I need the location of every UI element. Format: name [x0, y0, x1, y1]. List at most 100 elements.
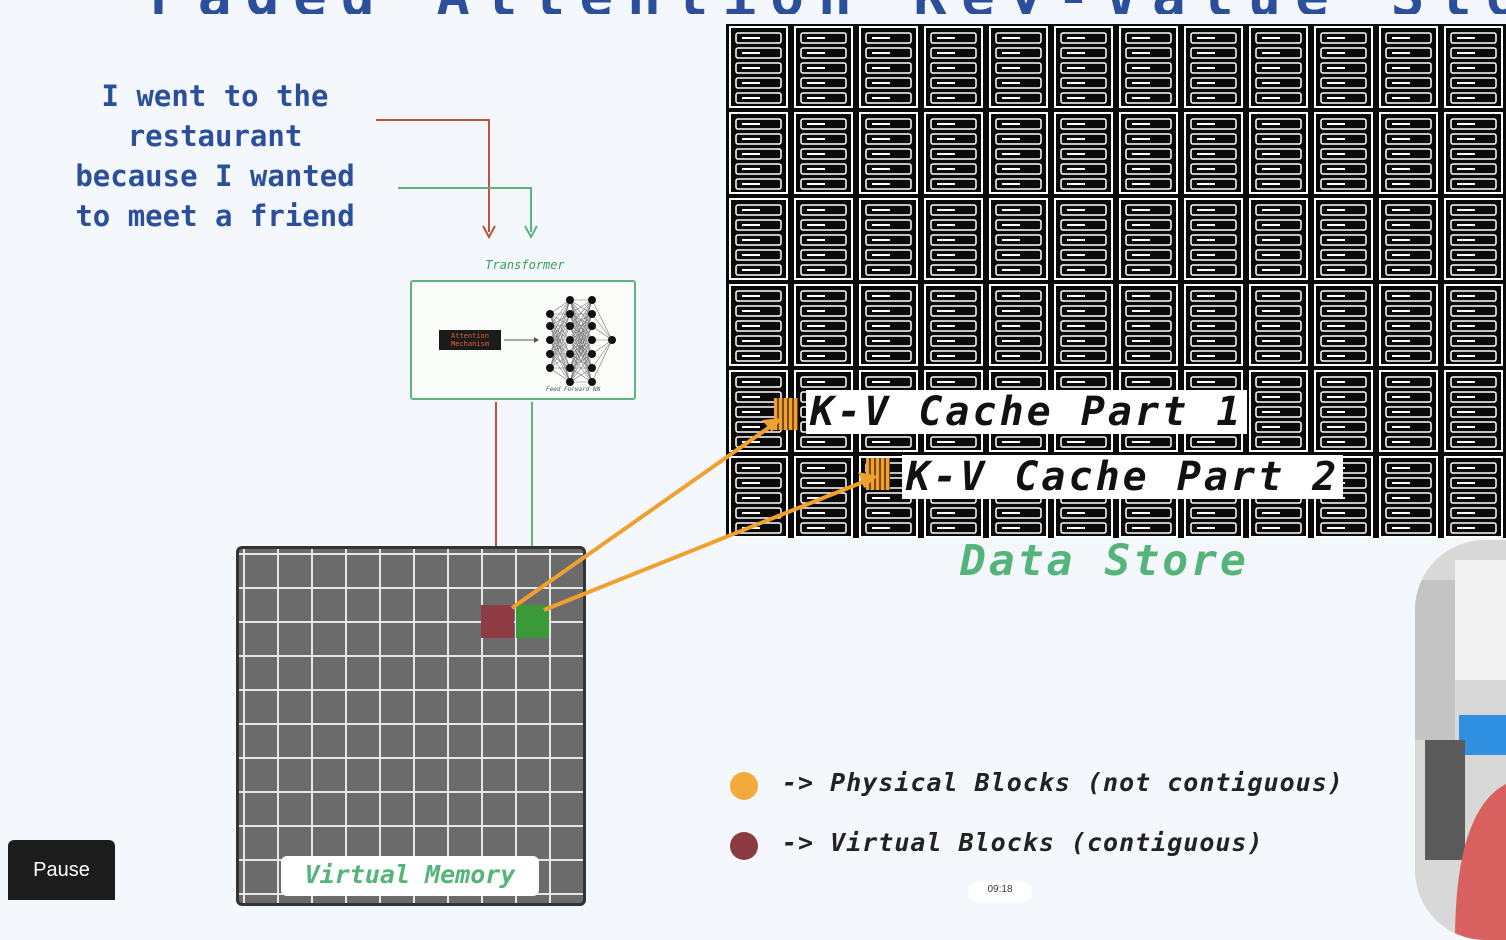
attention-mechanism-box: Attention Mechanism	[439, 330, 501, 350]
server-rack-icon	[729, 112, 788, 194]
server-rack-icon	[1379, 112, 1438, 194]
kv-cache-part-2: K-V Cache Part 2	[902, 455, 1344, 499]
server-rack-icon	[1314, 198, 1373, 280]
ffn-node	[566, 350, 574, 358]
ffn-node	[588, 310, 596, 318]
transformer-label: Transformer	[485, 258, 565, 272]
server-rack-icon	[1444, 456, 1503, 538]
server-rack-icon	[924, 26, 983, 108]
ffn-node	[588, 336, 596, 344]
slide-title: Paged Attention Key-Value Store	[150, 0, 1506, 14]
server-rack-icon	[1054, 112, 1113, 194]
server-rack-icon	[924, 112, 983, 194]
kv-block-icon-2	[866, 458, 890, 490]
video-time-indicator: 09:18	[968, 882, 1032, 902]
ffn-node	[608, 336, 616, 344]
legend-maroon-dot	[730, 832, 758, 860]
server-rack-icon	[989, 26, 1048, 108]
ffn-node	[546, 310, 554, 318]
server-rack-icon	[1249, 112, 1308, 194]
server-rack-icon	[989, 284, 1048, 366]
server-rack-icon	[1184, 112, 1243, 194]
ffn-node	[546, 322, 554, 330]
server-rack-icon	[794, 112, 853, 194]
input-sentence: I went to the restaurant because I wante…	[40, 76, 390, 236]
server-rack-icon	[1379, 198, 1438, 280]
ffn-node	[566, 310, 574, 318]
server-rack-icon	[924, 284, 983, 366]
green-arrow-in	[398, 187, 532, 232]
ffn-node	[566, 296, 574, 304]
ffn-node	[588, 322, 596, 330]
server-rack-icon	[794, 284, 853, 366]
ffn-node	[588, 364, 596, 372]
virtual-block-red	[481, 605, 514, 638]
server-rack-icon	[924, 198, 983, 280]
legend-physical-blocks: -> Physical Blocks (not contiguous)	[782, 768, 1344, 797]
presenter-webcam	[1415, 540, 1506, 940]
ffn-node	[566, 336, 574, 344]
data-store-grid	[726, 24, 1506, 538]
server-rack-icon	[794, 26, 853, 108]
presenter-video-frame	[1415, 540, 1506, 940]
server-rack-icon	[1314, 370, 1373, 452]
ffn-node	[566, 378, 574, 386]
server-rack-icon	[1249, 26, 1308, 108]
virtual-memory-label: Virtual Memory	[281, 856, 539, 896]
ffn-node	[588, 350, 596, 358]
server-rack-icon	[794, 456, 853, 538]
server-rack-icon	[1314, 26, 1373, 108]
kv-block-icon-1	[774, 398, 798, 430]
server-rack-icon	[1119, 198, 1178, 280]
server-rack-icon	[1379, 456, 1438, 538]
sentence-line: restaurant	[127, 119, 303, 153]
server-rack-icon	[1379, 370, 1438, 452]
server-rack-icon	[1249, 198, 1308, 280]
pause-button[interactable]: Pause	[8, 840, 115, 900]
server-rack-icon	[989, 198, 1048, 280]
ffn-node	[588, 296, 596, 304]
server-rack-icon	[1249, 284, 1308, 366]
server-rack-icon	[859, 26, 918, 108]
server-rack-icon	[1444, 284, 1503, 366]
data-store-label: Data Store	[960, 536, 1249, 586]
server-rack-icon	[1444, 198, 1503, 280]
ffn-network-icon	[504, 296, 616, 386]
server-rack-icon	[1119, 112, 1178, 194]
legend-virtual-blocks: -> Virtual Blocks (contiguous)	[782, 828, 1264, 857]
legend-orange-dot	[730, 772, 758, 800]
sentence-line: because I wanted	[75, 159, 355, 193]
server-rack-icon	[1054, 198, 1113, 280]
ffn-node	[546, 364, 554, 372]
server-rack-icon	[1314, 112, 1373, 194]
ffn-node	[566, 364, 574, 372]
server-rack-icon	[1054, 26, 1113, 108]
server-rack-icon	[729, 26, 788, 108]
kv-cache-part-1: K-V Cache Part 1	[806, 390, 1248, 434]
sentence-line: to meet a friend	[75, 199, 355, 233]
server-rack-icon	[1119, 26, 1178, 108]
server-rack-icon	[1379, 284, 1438, 366]
server-rack-icon	[1314, 284, 1373, 366]
server-rack-icon	[1184, 26, 1243, 108]
server-rack-icon	[1119, 284, 1178, 366]
server-rack-icon	[859, 198, 918, 280]
server-rack-icon	[1184, 284, 1243, 366]
server-rack-icon	[859, 112, 918, 194]
server-rack-icon	[989, 112, 1048, 194]
virtual-memory-grid	[236, 546, 586, 906]
server-rack-icon	[1444, 112, 1503, 194]
ffn-node	[546, 336, 554, 344]
server-rack-icon	[1379, 26, 1438, 108]
transformer-diagram: Attention Mechanism Feed Forward NN	[410, 280, 636, 400]
server-rack-icon	[859, 284, 918, 366]
server-rack-icon	[794, 198, 853, 280]
red-arrow-in	[376, 119, 490, 232]
server-rack-icon	[1184, 198, 1243, 280]
server-rack-icon	[1444, 26, 1503, 108]
server-rack-icon	[1054, 284, 1113, 366]
ffn-node	[566, 322, 574, 330]
sentence-line: I went to the	[101, 79, 329, 113]
ffn-node	[588, 378, 596, 386]
virtual-block-green	[516, 605, 549, 638]
